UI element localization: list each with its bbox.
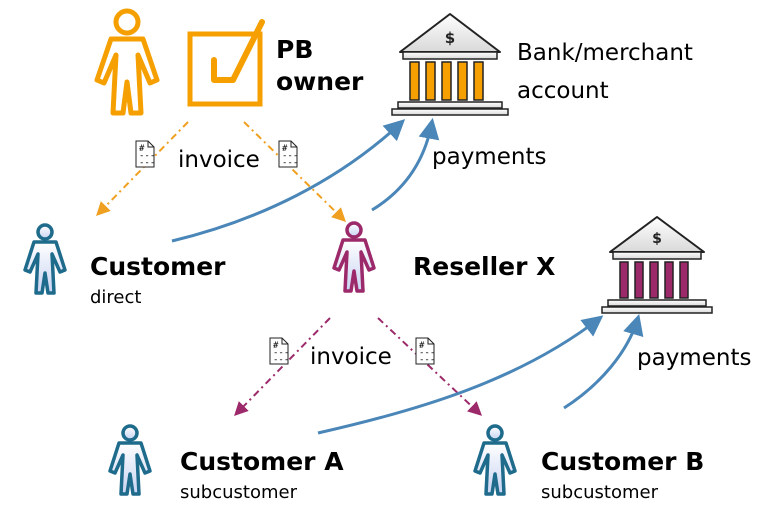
payment-arrow-customer-a	[317, 315, 604, 435]
customer-b-subtitle: subcustomer	[541, 482, 659, 503]
top-invoice-label: invoice	[178, 147, 260, 173]
owner-bank-label-line2: account	[517, 78, 609, 104]
svg-text:#: #	[419, 341, 425, 351]
customer-direct-name: Customer	[90, 252, 226, 281]
owner-title-line2: owner	[276, 67, 364, 96]
customer-direct-subtitle: direct	[90, 287, 141, 308]
svg-text:#: #	[139, 144, 145, 154]
owner-invoice-arrow-right	[243, 121, 346, 222]
reseller-bank-icon: $	[601, 216, 713, 314]
payment-arrow-reseller	[371, 117, 440, 212]
checkbox-icon	[187, 19, 265, 107]
reseller-bank-symbol: $	[652, 231, 662, 247]
customer-a-person-icon	[108, 424, 152, 496]
customer-b-person-icon	[473, 424, 517, 496]
customer-direct-person-icon	[23, 223, 67, 295]
svg-text:---: ---	[273, 348, 289, 358]
owner-bank-label-line1: Bank/merchant	[517, 40, 693, 66]
svg-text:#: #	[273, 341, 279, 351]
reseller-person-icon	[332, 221, 376, 293]
invoice-document-icon: # --- ---	[415, 337, 435, 365]
bottom-invoice-label: invoice	[310, 344, 392, 370]
owner-person-icon	[94, 8, 160, 116]
reseller-name: Reseller X	[413, 252, 555, 281]
reseller-invoice-arrow-left	[234, 317, 331, 417]
payment-arrow-customer-b	[563, 313, 644, 410]
customer-a-name: Customer A	[180, 447, 344, 476]
owner-title-line1: PB	[276, 35, 313, 64]
owner-bank-icon: $	[391, 13, 509, 116]
invoice-document-icon: # --- ---	[278, 140, 298, 168]
svg-text:---: ---	[139, 151, 155, 161]
top-payments-label: payments	[432, 144, 546, 170]
owner-bank-symbol: $	[445, 29, 455, 47]
customer-b-name: Customer B	[541, 447, 704, 476]
invoice-document-icon: # --- ---	[135, 140, 155, 168]
reseller-invoice-arrow-right	[377, 317, 483, 416]
svg-text:---: ---	[273, 355, 289, 365]
svg-text:---: ---	[282, 151, 298, 161]
svg-text:---: ---	[139, 158, 155, 168]
payment-arrow-customer-direct	[171, 119, 406, 243]
svg-text:---: ---	[419, 355, 435, 365]
svg-text:---: ---	[282, 158, 298, 168]
invoice-document-icon: # --- ---	[269, 337, 289, 365]
bottom-payments-label: payments	[637, 345, 751, 371]
svg-text:#: #	[282, 144, 288, 154]
svg-text:---: ---	[419, 348, 435, 358]
customer-a-subtitle: subcustomer	[180, 482, 298, 503]
owner-invoice-arrow-left	[96, 121, 189, 217]
